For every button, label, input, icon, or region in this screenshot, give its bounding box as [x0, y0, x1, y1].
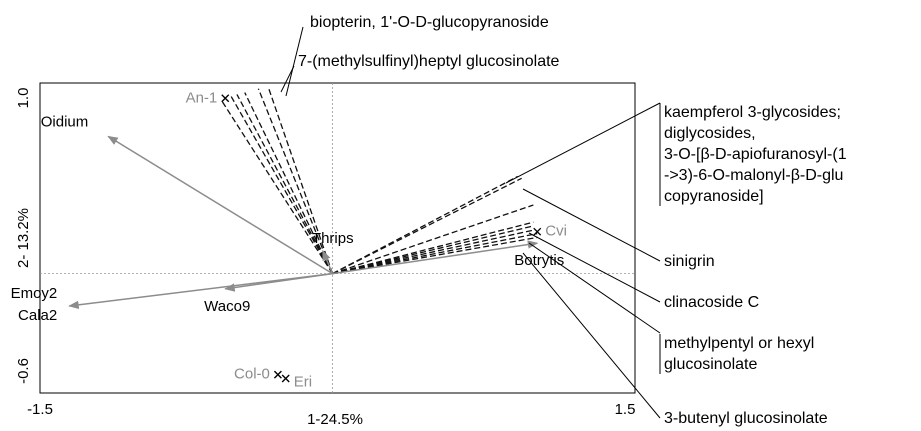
- metabolite-vector-13: [332, 236, 538, 275]
- annotation-text-0-0: biopterin, 1'-O-D-glucopyranoside: [310, 14, 549, 31]
- metabolite-vector-11: [332, 229, 536, 275]
- point-label-an-1: An-1: [186, 89, 218, 106]
- metabolite-vector-4: [257, 88, 334, 274]
- metabolite-vector-10: [332, 225, 534, 275]
- metabolite-vector-2: [236, 94, 334, 274]
- arrow-1: [68, 272, 333, 310]
- metabolite-vector-7: [332, 177, 522, 275]
- x-tick-min: -1.5: [27, 401, 53, 418]
- annotation-leader-0: [285, 26, 304, 97]
- arrow-label-botrytis: Botrytis: [514, 252, 564, 269]
- annotation-text-2-3: ->3)-6-O-malonyl-β-D-glu: [664, 167, 843, 184]
- arrow-label-emoy2: Emoy2: [11, 285, 58, 302]
- point-marker-cvi: [533, 227, 542, 236]
- point-marker-an-1: [221, 94, 230, 103]
- y-tick-min: -0.6: [15, 358, 32, 384]
- metabolite-vector-3: [244, 92, 334, 274]
- metabolite-vector-12: [332, 232, 538, 275]
- annotation-leader-3: [522, 188, 661, 262]
- annotation-text-2-2: 3-O-[β-D-apiofuranosyl-(1: [664, 146, 847, 163]
- metabolite-vector-9: [332, 221, 534, 275]
- arrow-0: [107, 135, 333, 275]
- metabolite-vector-1: [230, 96, 334, 274]
- point-marker-eri: [281, 374, 290, 383]
- x-tick-max: 1.5: [615, 401, 636, 418]
- arrow-label-waco9: Waco9: [204, 298, 250, 315]
- y-axis-label: 2- 13.2%: [15, 208, 32, 268]
- annotation-text-6-0: 3-butenyl glucosinolate: [664, 410, 828, 427]
- annotation-leader-4: [528, 232, 661, 303]
- point-label-col-0: Col-0: [234, 366, 270, 383]
- metabolite-vector-6: [332, 175, 519, 275]
- point-label-cvi: Cvi: [545, 223, 567, 240]
- annotation-text-2-1: diglycosides,: [664, 125, 756, 142]
- point-marker-col-0: [273, 370, 282, 379]
- metabolite-vectors: [220, 86, 538, 275]
- arrow-3: [224, 272, 333, 292]
- annotation-text-5-0: methylpentyl or hexyl: [664, 335, 814, 352]
- arrow-4: [322, 249, 334, 274]
- annotation-text-1-0: 7-(methylsulfinyl)heptyl glucosinolate: [298, 53, 560, 70]
- y-tick-max: 1.0: [15, 88, 32, 109]
- metabolite-annotations: biopterin, 1'-O-D-glucopyranoside 7-(meth…: [280, 14, 847, 427]
- annotation-text-2-0: kaempferol 3-glycosides;: [664, 104, 841, 121]
- metabolite-vector-5: [267, 86, 334, 274]
- x-axis-label: 1-24.5%: [307, 411, 363, 428]
- arrow-5: [332, 240, 539, 275]
- arrow-label-cala2: Cala2: [18, 307, 57, 324]
- annotation-leader-1: [280, 65, 295, 93]
- annotation-text-2-4: copyranoside]: [664, 188, 764, 205]
- metabolite-vector-0: [220, 99, 334, 274]
- plot-frame: [39, 82, 636, 394]
- point-label-eri: Eri: [294, 373, 312, 390]
- arrow-label-thrips: Thrips: [312, 230, 354, 247]
- annotation-text-3-0: sinigrin: [664, 253, 715, 270]
- annotation-leader-6: [522, 252, 661, 419]
- metabolite-vector-8: [332, 204, 534, 275]
- annotation-text-4-0: clinacoside C: [664, 294, 759, 311]
- annotation-leader-2: [505, 102, 661, 184]
- arrow-label-oidium: Oidium: [41, 113, 89, 130]
- annotation-leader-5: [528, 242, 661, 334]
- annotation-text-5-1: glucosinolate: [664, 356, 758, 373]
